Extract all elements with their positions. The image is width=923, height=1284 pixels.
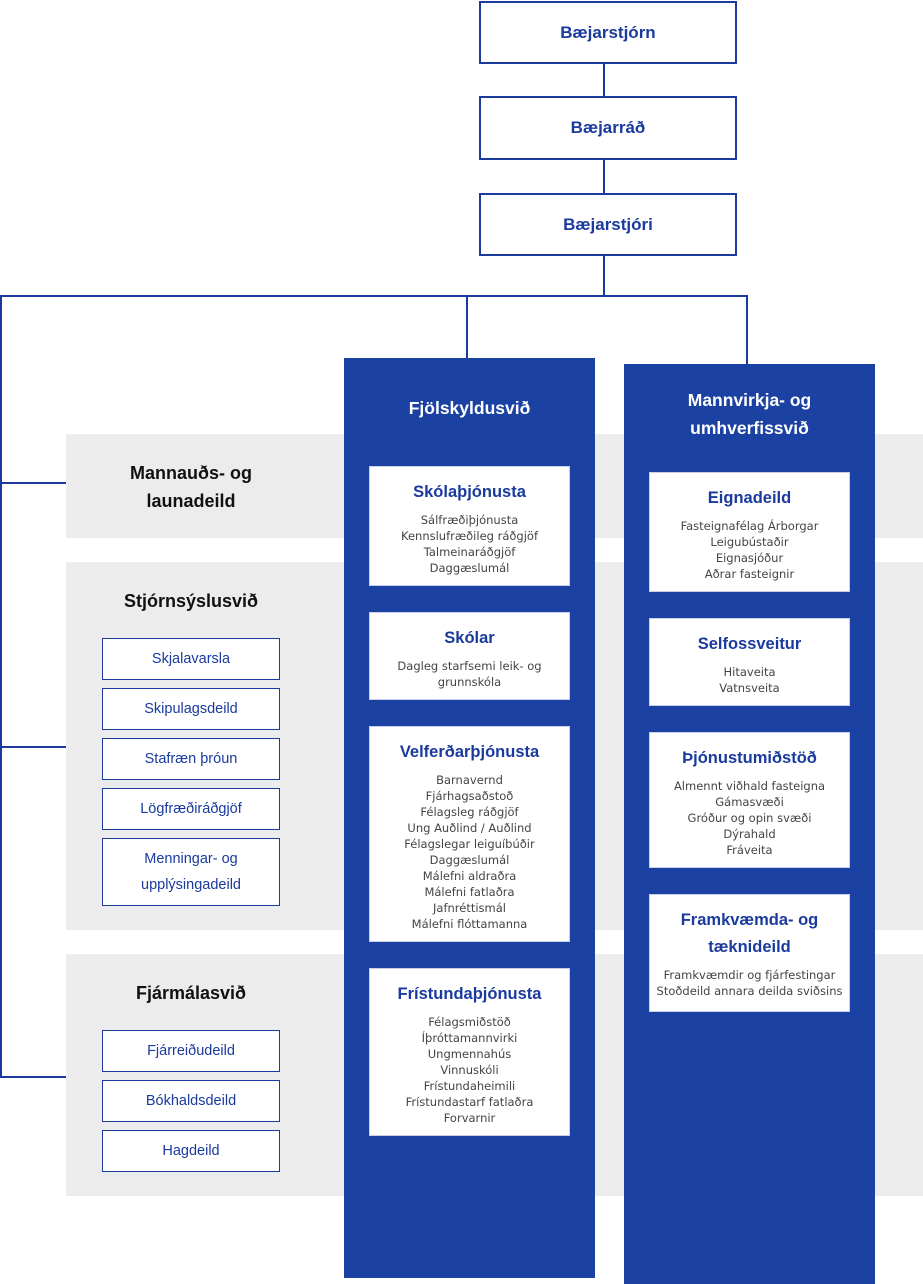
card-items: Framkvæmdir og fjárfestingar Stoðdeild a… <box>650 967 849 999</box>
card-item: Málefni aldraðra <box>422 869 517 883</box>
card-item: Gámasvæði <box>715 795 784 809</box>
card-item: grunnskóla <box>437 675 502 689</box>
card-item: Framkvæmdir og fjárfestingar <box>663 968 836 982</box>
connector-board-mayor <box>603 159 605 194</box>
card-items: Dagleg starfsemi leik- og grunnskóla <box>370 658 569 690</box>
card-item: Forvarnir <box>443 1111 496 1125</box>
card-items: Sálfræðiþjónusta Kennslufræðileg ráðgjöf… <box>370 512 569 576</box>
connector-horizontal <box>0 295 748 297</box>
card-title: Skólar <box>444 629 495 647</box>
card-item: Leigubústaðir <box>710 535 789 549</box>
infra-title: Mannvirkja- og umhverfissvið <box>687 390 812 438</box>
card-title: Velferðarþjónusta <box>399 743 540 761</box>
connector-admin <box>0 746 66 748</box>
card-title: Framkvæmda- og tæknideild <box>680 911 819 956</box>
card-item: Fasteignafélag Árborgar <box>680 519 819 533</box>
admin-unit-digital: Stafræn þróun <box>102 738 280 780</box>
card-title: Skólaþjónusta <box>413 483 526 501</box>
card-items: Félagsmiðstöð Íþróttamannvirki Ungmennah… <box>370 1014 569 1126</box>
card-item: Frístundastarf fatlaðra <box>405 1095 534 1109</box>
card-items: Almennt viðhald fasteigna Gámasvæði Gróð… <box>650 778 849 858</box>
infra-card-service-center: Þjónustumiðstöð Almennt viðhald fasteign… <box>649 732 850 868</box>
card-item: Almennt viðhald fasteigna <box>673 779 826 793</box>
card-item: Hitaveita <box>723 665 776 679</box>
card-item: Daggæslumál <box>429 561 510 575</box>
card-item: Kennslufræðileg ráðgjöf <box>400 529 538 543</box>
family-column: Fjölskyldusvið Skólaþjónusta Sálfræðiþjó… <box>344 358 595 1278</box>
card-item: Ungmennahús <box>427 1047 512 1061</box>
finance-unit-economics: Hagdeild <box>102 1130 280 1172</box>
family-card-welfare: Velferðarþjónusta Barnavernd Fjárhagsaðs… <box>369 726 570 942</box>
card-title: Þjónustumiðstöð <box>682 749 817 767</box>
card-item: Stoðdeild annara deilda sviðsins <box>656 984 843 998</box>
card-item: Fjárhagsaðstoð <box>425 789 514 803</box>
card-item: Eignasjóður <box>715 551 784 565</box>
infra-card-property: Eignadeild Fasteignafélag Árborgar Leigu… <box>649 472 850 592</box>
card-title: Eignadeild <box>707 489 792 507</box>
family-card-schools: Skólar Dagleg starfsemi leik- og grunnsk… <box>369 612 570 700</box>
card-items: Hitaveita Vatnsveita <box>650 664 849 696</box>
card-item: Daggæslumál <box>429 853 510 867</box>
card-item: Aðrar fasteignir <box>704 567 795 581</box>
admin-unit-planning: Skipulagsdeild <box>102 688 280 730</box>
card-item: Félagsleg ráðgjöf <box>420 805 519 819</box>
infra-card-engineering: Framkvæmda- og tæknideild Framkvæmdir og… <box>649 894 850 1012</box>
connector-council-board <box>603 63 605 97</box>
family-card-school-services: Skólaþjónusta Sálfræðiþjónusta Kennslufr… <box>369 466 570 586</box>
family-card-leisure: Frístundaþjónusta Félagsmiðstöð Íþróttam… <box>369 968 570 1136</box>
infra-column: Mannvirkja- og umhverfissvið Eignadeild … <box>624 364 875 1284</box>
card-item: Félagsmiðstöð <box>428 1015 511 1029</box>
finance-unit-accounting: Bókhaldsdeild <box>102 1080 280 1122</box>
card-item: Jafnréttismál <box>433 901 506 915</box>
connector-finance <box>0 1076 66 1078</box>
council-box: Bæjarstjórn <box>479 1 737 64</box>
card-item: Félagslegar leiguíbúðir <box>404 837 535 851</box>
board-box: Bæjarráð <box>479 96 737 160</box>
admin-title: Stjórnsýslusvið <box>123 591 259 611</box>
card-items: Fasteignafélag Árborgar Leigubústaðir Ei… <box>650 518 849 582</box>
connector-family <box>466 295 468 358</box>
card-item: Dagleg starfsemi leik- og <box>397 659 542 673</box>
card-item: Gróður og opin svæði <box>687 811 812 825</box>
admin-unit-culture: Menningar- og upplýsingadeild <box>102 838 280 906</box>
connector-left-vertical <box>0 295 2 1078</box>
connector-mayor-down <box>603 255 605 296</box>
card-items: Barnavernd Fjárhagsaðstoð Félagsleg ráðg… <box>370 772 569 932</box>
infra-card-utilities: Selfossveitur Hitaveita Vatnsveita <box>649 618 850 706</box>
card-item: Dýrahald <box>723 827 776 841</box>
card-item: Vinnuskóli <box>440 1063 499 1077</box>
card-item: Fráveita <box>726 843 773 857</box>
finance-title: Fjármálasvið <box>135 983 247 1003</box>
admin-unit-archive: Skjalavarsla <box>102 638 280 680</box>
card-item: Barnavernd <box>436 773 503 787</box>
card-title: Frístundaþjónusta <box>397 985 542 1003</box>
connector-hr <box>0 482 66 484</box>
card-title: Selfossveitur <box>697 635 802 653</box>
card-item: Ung Auðlind / Auðlind <box>407 821 532 835</box>
card-item: Frístundaheimili <box>423 1079 516 1093</box>
card-item: Sálfræðiþjónusta <box>420 513 519 527</box>
card-item: Talmeinaráðgjöf <box>423 545 516 559</box>
card-item: Íþróttamannvirki <box>421 1031 518 1045</box>
card-item: Vatnsveita <box>719 681 780 695</box>
mayor-box: Bæjarstjóri <box>479 193 737 256</box>
admin-unit-legal: Lögfræðiráðgjöf <box>102 788 280 830</box>
card-item: Málefni fatlaðra <box>424 885 515 899</box>
connector-infra <box>746 295 748 364</box>
family-title: Fjölskyldusvið <box>408 398 531 418</box>
card-item: Málefni flóttamanna <box>411 917 528 931</box>
hr-title: Mannauðs- og launadeild <box>130 463 252 511</box>
finance-unit-treasury: Fjárreiðudeild <box>102 1030 280 1072</box>
